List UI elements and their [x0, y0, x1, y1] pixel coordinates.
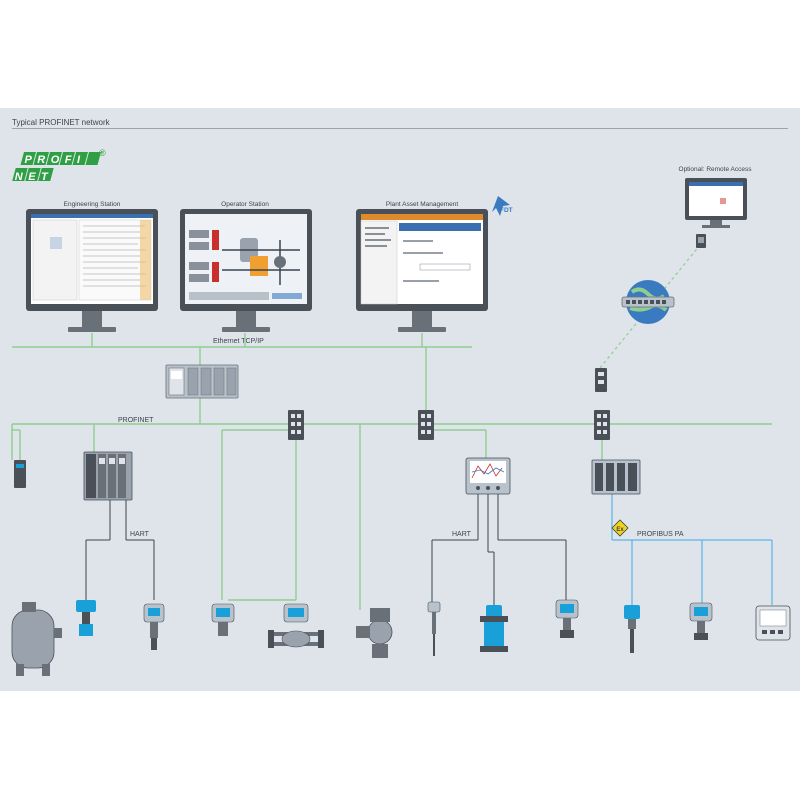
ethernet-network — [12, 333, 472, 365]
electromagnetic-flowmeter-icon — [480, 605, 508, 652]
asset-management-monitor — [356, 209, 488, 332]
profibus-label: PROFIBUS PA — [637, 531, 684, 538]
pump-icon — [356, 608, 393, 658]
operator-station-monitor — [180, 209, 312, 332]
display-icon — [755, 605, 791, 641]
diagram-panel — [0, 108, 800, 691]
recorder-icon — [465, 457, 511, 495]
profinet-logo-text-2: NET — [15, 171, 54, 183]
remote-gateway-icon — [595, 368, 607, 392]
remote-access-device-icon — [696, 234, 706, 248]
pressure-transmitter-icon — [689, 602, 713, 640]
page-title: Typical PROFINET network — [12, 118, 110, 127]
switch-icon — [594, 410, 610, 440]
profinet-label: PROFINET — [118, 417, 154, 424]
switch-icon — [418, 410, 434, 440]
registered-mark: ® — [99, 148, 106, 158]
title-divider — [12, 128, 788, 129]
globe-icon — [621, 280, 675, 324]
ex-badge-text: Ex — [616, 527, 624, 533]
tank-icon — [11, 602, 62, 676]
switch-icon — [288, 410, 304, 440]
engineering-station-monitor — [26, 209, 158, 332]
profinet-logo-text-1: PROFI — [24, 154, 85, 166]
flowmeter-icon — [268, 603, 324, 648]
temperature-sensor-icon — [427, 601, 441, 656]
hart-label-right: HART — [452, 531, 471, 538]
asset-management-label: Plant Asset Management — [385, 201, 459, 208]
io-module-icon — [14, 460, 26, 488]
profinet-logo: PROFI NET ® — [12, 148, 106, 183]
hart-label-left: HART — [130, 531, 149, 538]
remote-access-label: Optional: Remote Access — [678, 166, 752, 173]
operator-station-label: Operator Station — [221, 201, 269, 208]
level-transmitter-icon — [76, 600, 96, 636]
profibus-network — [611, 494, 773, 605]
ex-badge-icon: Ex — [611, 519, 629, 537]
pressure-transmitter-icon — [143, 603, 165, 650]
profinet-network — [11, 347, 772, 610]
segment-coupler-icon — [591, 459, 641, 495]
hart-network — [85, 494, 567, 605]
pressure-transmitter-icon — [555, 599, 579, 638]
fdt-logo: FDT — [492, 196, 513, 216]
transmitter-icon — [211, 603, 235, 636]
remote-io-icon — [83, 451, 133, 501]
level-switch-icon — [624, 605, 640, 653]
ethernet-label: Ethernet TCP/IP — [213, 338, 264, 345]
plc-icon — [165, 364, 239, 399]
remote-access-monitor — [685, 178, 747, 228]
fdt-logo-text: FDT — [500, 207, 513, 214]
engineering-station-label: Engineering Station — [63, 201, 121, 208]
